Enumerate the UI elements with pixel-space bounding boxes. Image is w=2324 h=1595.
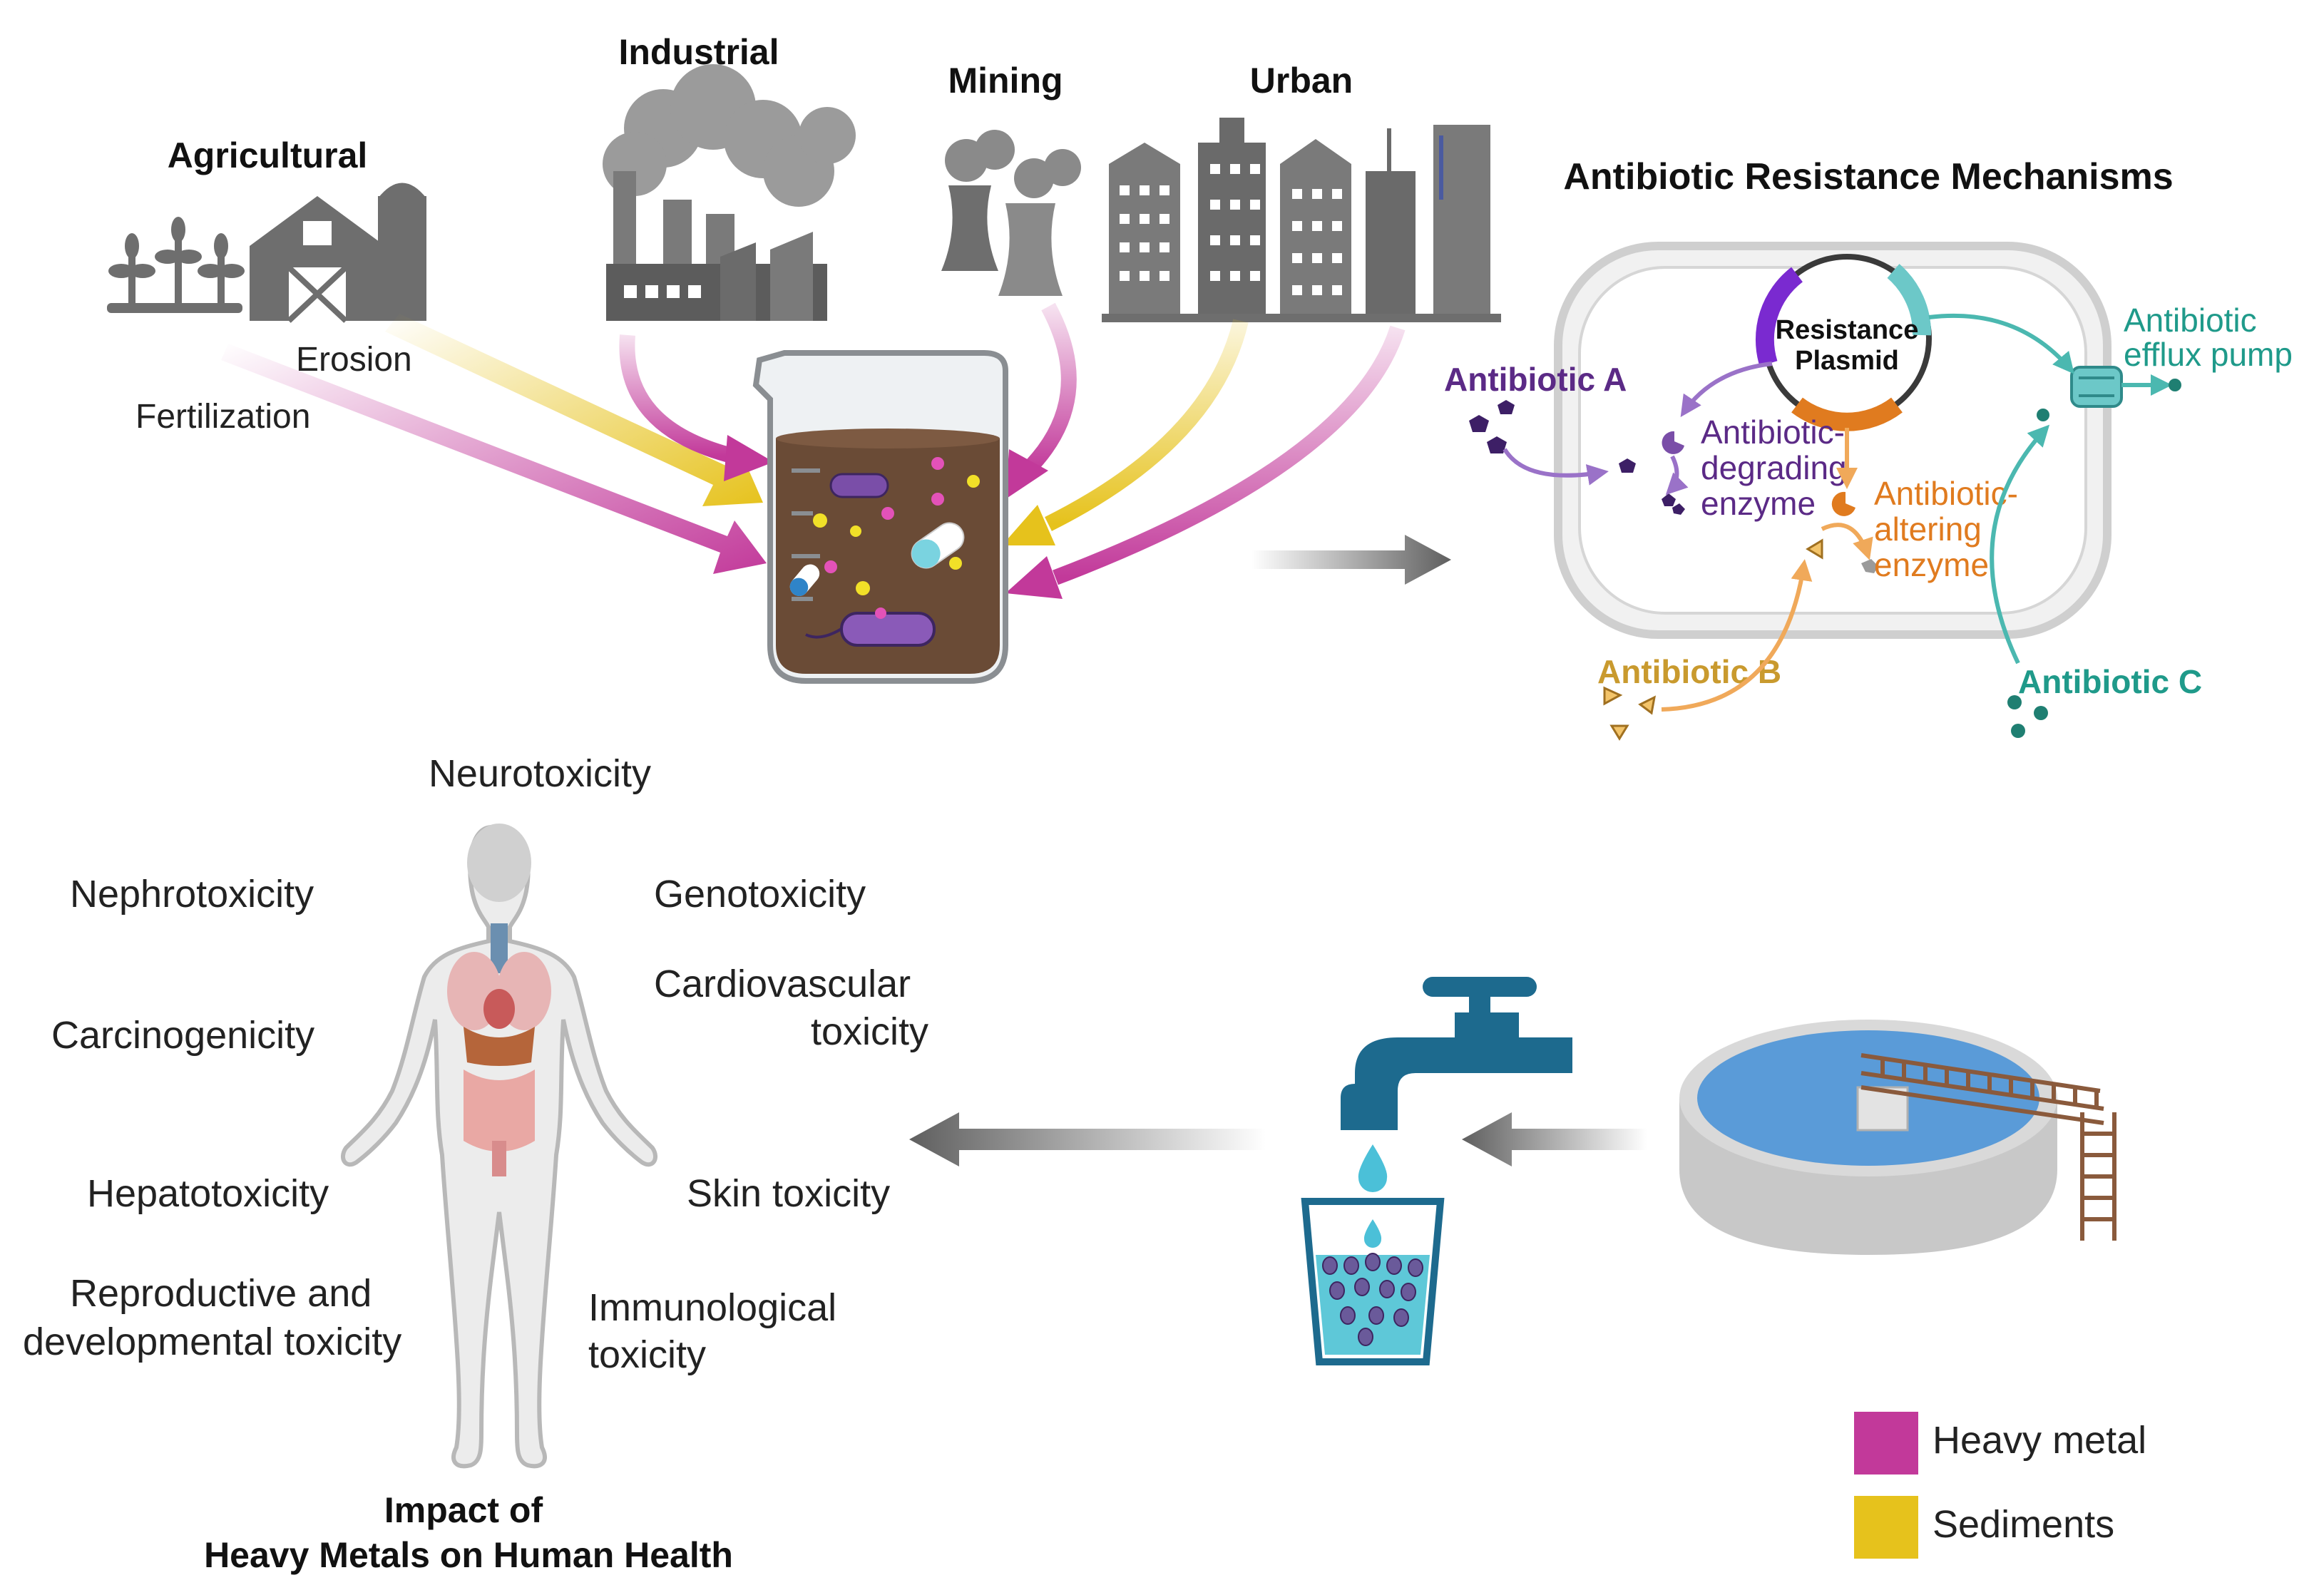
- beaker-icon: [752, 350, 1008, 684]
- erosion-arrow: [385, 314, 763, 506]
- legend-swatch-heavy-metal: [1854, 1412, 1918, 1475]
- crops-icon: [107, 217, 245, 313]
- legend-label-heavy-metal: Heavy metal: [1933, 1419, 2146, 1462]
- flow-arrows: [221, 302, 1406, 599]
- urban-sediment-arrowhead: [1002, 505, 1055, 545]
- neurotoxicity-label: Neurotoxicity: [429, 752, 651, 795]
- agricultural-source: Agricultural: [107, 135, 426, 323]
- antibiotic-a-molecules: [1469, 400, 1636, 473]
- skyline-windows: [1120, 164, 1342, 295]
- efflux-line2: efflux pump: [2124, 336, 2293, 373]
- heavy-metal-particles: [824, 457, 944, 619]
- tap-icon: [1341, 977, 1572, 1192]
- antibiotic-a-label: Antibiotic A: [1444, 361, 1627, 398]
- urban-metal-arrowhead: [1005, 556, 1063, 599]
- legend-swatch-sediments: [1854, 1496, 1918, 1559]
- health-effects: Neurotoxicity Nephrotoxicity Genotoxicit…: [23, 752, 928, 1575]
- to-human-arrow: [909, 1112, 1266, 1166]
- legend: Heavy metal Sediments: [1854, 1412, 2146, 1559]
- degrading-line2: degrading: [1701, 449, 1847, 486]
- degrading-line1: Antibiotic-: [1701, 414, 1845, 451]
- legend-label-sediments: Sediments: [1933, 1503, 2114, 1546]
- factory-icon: [603, 64, 856, 321]
- to-tap-arrow: [1462, 1112, 1647, 1166]
- efflux-line1: Antibiotic: [2124, 302, 2257, 339]
- antibiotic-b-path: [1661, 559, 1813, 712]
- nephrotoxicity-label: Nephrotoxicity: [70, 873, 314, 916]
- antibiotic-c-molecules: [2007, 379, 2181, 738]
- cardiovascular-line1: Cardiovascular: [654, 963, 911, 1005]
- antibiotic-c-path: [1990, 424, 2050, 665]
- degrading-enzyme-icon: [1662, 431, 1689, 515]
- altering-line2: altering: [1874, 511, 1982, 548]
- fertilization-arrow: [221, 344, 767, 574]
- barn-icon: [250, 196, 385, 323]
- capsule-icon: [789, 522, 965, 596]
- plasmid-icon: Resistance Plasmid: [1755, 254, 1932, 431]
- mining-source: Mining: [941, 61, 1081, 296]
- urban-label: Urban: [1250, 61, 1353, 101]
- to-mechanisms-arrow: [1251, 535, 1451, 585]
- sediment-particles: [813, 475, 980, 595]
- tank-walkway: [1860, 1053, 2116, 1241]
- urban-sediment-arrow: [1045, 319, 1249, 531]
- carcinogenicity-label: Carcinogenicity: [51, 1014, 314, 1057]
- health-caption-line1: Impact of: [384, 1490, 543, 1530]
- bacterium-icon: [805, 473, 936, 647]
- cardiovascular-line2: toxicity: [811, 1010, 928, 1053]
- skin-toxicity-label: Skin toxicity: [687, 1172, 890, 1215]
- city-skyline-icon: [1102, 118, 1501, 322]
- plasmid-label-line1: Resistance: [1776, 315, 1919, 345]
- efflux-pump-icon: [2070, 366, 2123, 408]
- water-glass-icon: [1301, 1198, 1445, 1365]
- cell-icon: [1554, 242, 2111, 639]
- industrial-arrow: [619, 334, 737, 464]
- mining-label: Mining: [948, 61, 1063, 101]
- treatment-tank-icon: [1679, 1020, 2116, 1255]
- beaker-scale: [792, 468, 820, 601]
- industrial-arrowhead: [724, 435, 774, 481]
- altering-line3: enzyme: [1874, 546, 1989, 583]
- antibiotic-a-path: [1503, 448, 1609, 486]
- altering-enzyme-icon: [1806, 491, 1878, 573]
- erosion-label: Erosion: [296, 341, 412, 379]
- degrading-line3: enzyme: [1701, 485, 1816, 522]
- genotoxicity-label: Genotoxicity: [654, 873, 866, 916]
- urban-metal-arrow: [1053, 325, 1406, 585]
- industrial-source: Industrial: [603, 32, 856, 321]
- antibiotic-b-label: Antibiotic B: [1597, 653, 1781, 690]
- immunological-line2: toxicity: [588, 1333, 706, 1376]
- cooling-tower-icon: [941, 130, 1081, 296]
- hepatotoxicity-label: Hepatotoxicity: [87, 1172, 329, 1215]
- mining-arrowhead: [1005, 449, 1048, 499]
- human-body-icon: [341, 824, 657, 1469]
- urban-source: Urban: [1102, 61, 1501, 322]
- silo-icon: [378, 183, 426, 321]
- mechanisms-title: Antibiotic Resistance Mechanisms: [1563, 156, 2173, 198]
- altering-line1: Antibiotic-: [1874, 475, 2018, 512]
- plasmid-to-degrading-arrow: [1680, 361, 1773, 417]
- mining-arrow: [1021, 302, 1077, 476]
- antibiotic-c-label: Antibiotic C: [2018, 663, 2202, 700]
- immunological-line1: Immunological: [588, 1286, 836, 1329]
- agricultural-label: Agricultural: [168, 135, 368, 175]
- health-caption-line2: Heavy Metals on Human Health: [204, 1535, 733, 1575]
- plasmid-label-line2: Plasmid: [1795, 346, 1899, 376]
- reproductive-line1: Reproductive and: [70, 1272, 372, 1315]
- plasmid-to-pump-arrow: [1928, 313, 2074, 374]
- antibiotic-b-molecules: [1603, 686, 1657, 741]
- industrial-label: Industrial: [618, 32, 779, 72]
- fertilization-label: Fertilization: [135, 398, 310, 436]
- reproductive-line2: developmental toxicity: [23, 1320, 401, 1363]
